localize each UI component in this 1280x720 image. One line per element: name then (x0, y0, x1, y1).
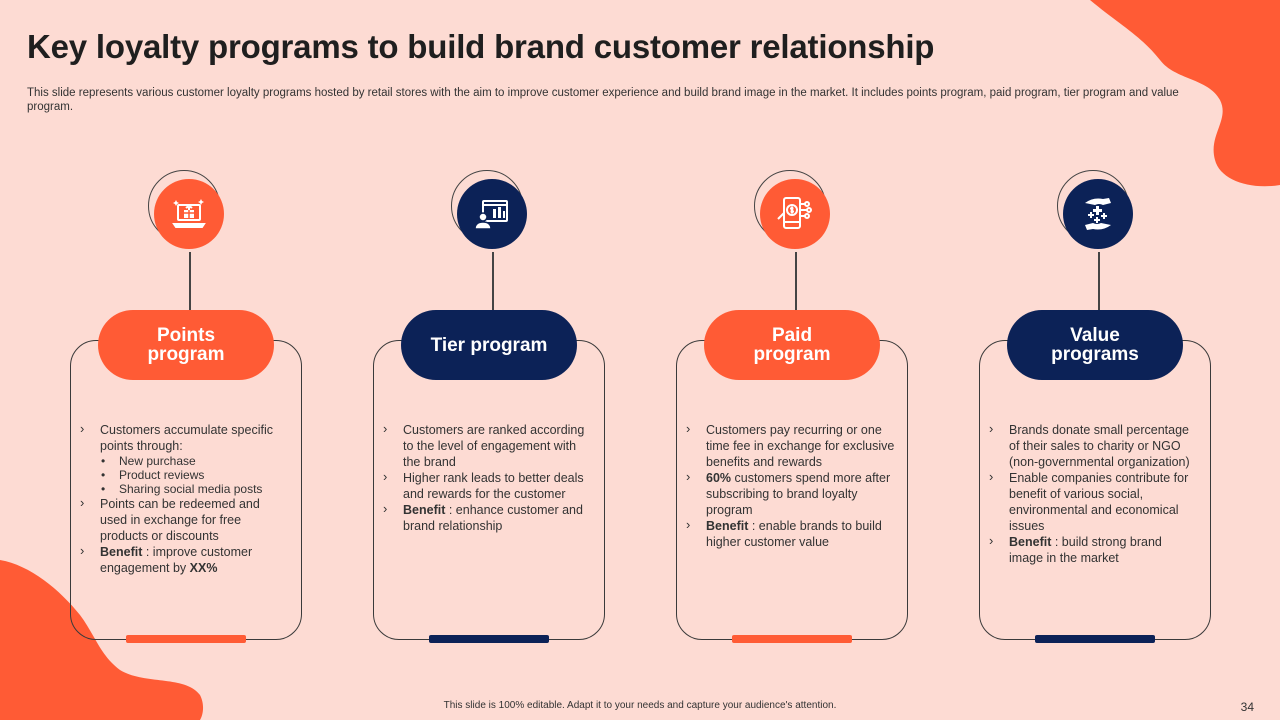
benefit-text: : enhance customer and brand relationshi… (403, 503, 583, 533)
icon-ring (754, 170, 830, 249)
list-item: Customers pay recurring or one time fee … (686, 421, 896, 470)
stat-text: customers spend more after subscribing t… (706, 471, 891, 517)
list-item: Higher rank leads to better deals and re… (383, 469, 593, 502)
card-title: Points program (147, 325, 225, 365)
list-item: Customers accumulate specific points thr… (80, 421, 290, 454)
icon-badge (457, 179, 527, 249)
card-title: Paid program (753, 325, 831, 365)
benefit-label: Benefit (706, 519, 749, 533)
icon-badge (1063, 179, 1133, 249)
card-content: Customers accumulate specific points thr… (80, 421, 290, 576)
slide-title: Key loyalty programs to build brand cust… (27, 28, 935, 65)
list-item: 60% customers spend more after subscribi… (686, 469, 896, 518)
page-number: 34 (1240, 700, 1254, 714)
card-accent-bar (429, 635, 549, 643)
program-card-paid: Paid program Customers pay recurring or … (676, 170, 916, 650)
benefit-item: Benefit : enhance customer and brand rel… (383, 501, 593, 534)
list-item: Enable companies contribute for benefit … (989, 469, 1199, 534)
benefit-text: : build strong brand image in the market (1009, 535, 1162, 565)
benefit-label: Benefit (1009, 535, 1052, 549)
benefit-text: : enable brands to build higher customer… (706, 519, 882, 549)
list-item: Customers are ranked according to the le… (383, 421, 593, 470)
connector-line (795, 252, 797, 310)
card-content: Brands donate small percentage of their … (989, 421, 1199, 566)
slide-subtitle: This slide represents various customer l… (27, 87, 1179, 113)
card-title-pill: Points program (98, 310, 274, 380)
card-title-pill: Paid program (704, 310, 880, 380)
benefit-text: : improve customer engagement by (100, 545, 253, 575)
card-title: Value programs (1051, 325, 1139, 365)
list-item: Points can be redeemed and used in excha… (80, 495, 290, 544)
card-title-pill: Tier program (401, 310, 577, 380)
mobile-payment-icon (777, 197, 812, 229)
card-title-pill: Value programs (1007, 310, 1183, 380)
card-content: Customers pay recurring or one time fee … (686, 421, 896, 550)
card-accent-bar (1035, 635, 1155, 643)
icon-ring (1057, 170, 1133, 249)
icon-ring (451, 170, 527, 249)
program-card-points: Points program Customers accumulate spec… (70, 170, 310, 650)
charity-hands-icon (1085, 198, 1111, 230)
sub-list-item: Sharing social media posts (80, 482, 290, 496)
connector-line (1098, 252, 1100, 310)
stat-value: 60% (706, 471, 732, 485)
benefit-value: XX% (189, 561, 218, 575)
card-title: Tier program (430, 334, 548, 356)
program-card-tier: Tier program Customers are ranked accord… (373, 170, 613, 650)
program-card-value: Value programs Brands donate small perce… (979, 170, 1219, 650)
icon-badge (760, 179, 830, 249)
sub-list-item: New purchase (80, 454, 290, 468)
benefit-label: Benefit (100, 545, 143, 559)
connector-line (492, 252, 494, 310)
benefit-item: Benefit : improve customer engagement by… (80, 543, 290, 576)
slide-footer: This slide is 100% editable. Adapt it to… (443, 700, 837, 711)
sub-list-item: Product reviews (80, 468, 290, 482)
icon-badge (154, 179, 224, 249)
list-item: Brands donate small percentage of their … (989, 421, 1199, 470)
card-accent-bar (732, 635, 852, 643)
benefit-item: Benefit : enable brands to build higher … (686, 517, 896, 550)
card-accent-bar (126, 635, 246, 643)
benefit-item: Benefit : build strong brand image in th… (989, 533, 1199, 566)
connector-line (189, 252, 191, 310)
icon-ring (148, 170, 224, 249)
benefit-label: Benefit (403, 503, 446, 517)
card-content: Customers are ranked according to the le… (383, 421, 593, 534)
user-chart-icon (474, 200, 508, 230)
gift-laptop-icon (172, 199, 206, 228)
